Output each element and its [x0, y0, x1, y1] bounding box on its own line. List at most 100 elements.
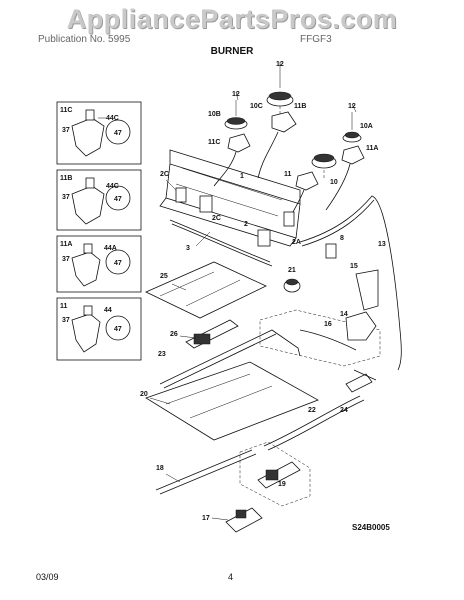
callout-label: 22 [308, 407, 316, 414]
callout-label: 2C [160, 171, 169, 178]
callout-label: 10B [208, 111, 221, 118]
callout-label: 20 [140, 391, 148, 398]
callout-label: 3 [186, 245, 190, 252]
orifice-icon [83, 243, 93, 254]
callout-label: 12 [232, 91, 240, 98]
burner-base-11 [295, 171, 319, 191]
knob-47-icon [105, 119, 131, 145]
callout-label: 15 [350, 263, 358, 270]
inset-callout: 44C [106, 115, 119, 122]
inset-callout: 44C [106, 183, 119, 190]
manifold-pipe [169, 219, 271, 263]
callout-label: 8 [340, 235, 344, 242]
callout-label: 10C [250, 103, 263, 110]
part-24 [345, 373, 373, 393]
burner-head-10a [342, 112, 362, 143]
callout-label: 11B [294, 103, 306, 110]
inset-box-11c: 11C 44C 37 47 [56, 101, 142, 165]
callout-label: 23 [158, 351, 166, 358]
inset-callout: 47 [114, 196, 122, 203]
callout-label: 11C [208, 139, 220, 146]
knob-47-icon [105, 185, 131, 211]
valve-icon [71, 313, 101, 353]
callout-label: 11A [366, 145, 378, 152]
inset-callout: 47 [114, 130, 122, 137]
callout-label: 2C [212, 215, 221, 222]
callout-label: 10 [330, 179, 338, 186]
callout-label: 1 [240, 173, 244, 180]
callout-label: 12 [348, 103, 356, 110]
inset-callout: 37 [62, 127, 70, 134]
inset-box-11a: 11A 44A 37 47 [56, 235, 142, 293]
burner-head-10 [311, 153, 337, 180]
igniter-19 [257, 461, 301, 489]
callout-label: 13 [378, 241, 386, 248]
burner-base-11b [271, 111, 297, 133]
inset-callout: 37 [62, 256, 70, 263]
section-title: BURNER [210, 46, 254, 57]
footer-page-number: 4 [228, 572, 234, 582]
inset-callout: 47 [114, 260, 122, 267]
gas-tube [213, 151, 237, 187]
callout-label: 2 [244, 221, 248, 228]
inset-callout: 47 [114, 326, 122, 333]
burner-head-10b [224, 100, 248, 130]
callout-label: 18 [156, 465, 164, 472]
diagram-code: S24B0005 [352, 523, 390, 532]
inset-callout: 37 [62, 194, 70, 201]
model-number: FFGF3 [300, 34, 332, 45]
callout-label: 16 [324, 321, 332, 328]
valve-icon [71, 185, 105, 225]
tube-22 [263, 395, 361, 447]
site-watermark: AppliancePartsPros.com [66, 4, 398, 34]
valve-icon [71, 117, 105, 157]
callout-label: 2A [292, 239, 301, 246]
valve-2a [283, 211, 295, 227]
publication-number: Publication No. 5995 [38, 34, 131, 45]
burner-base-11c [227, 133, 251, 153]
inset-label: 11B [60, 175, 72, 182]
bracket-15 [355, 269, 379, 311]
tube-23 [159, 329, 301, 385]
gas-tube [257, 131, 279, 179]
callout-label: 26 [170, 331, 178, 338]
valve-icon [71, 251, 101, 287]
lower-area-outline [239, 441, 311, 507]
thermostat-14 [345, 311, 377, 341]
tube-16 [299, 329, 357, 351]
burner-manifold-assembly [159, 149, 301, 267]
inset-label: 11 [60, 303, 68, 310]
inset-box-11b: 11B 44C 37 47 [56, 169, 142, 231]
burner-head-11b [266, 70, 294, 122]
inset-callout: 37 [62, 317, 70, 324]
orifice-icon [83, 305, 93, 316]
ignitor-tube-13 [299, 195, 402, 371]
callout-label: 10A [360, 123, 373, 130]
callout-label: 21 [288, 267, 296, 274]
inset-callout: 44 [104, 307, 112, 314]
inset-label: 11A [60, 241, 72, 248]
knob-47-icon [105, 315, 131, 341]
oven-area-outline [259, 309, 381, 367]
callout-label: 17 [202, 515, 210, 522]
callout-label: 19 [278, 481, 286, 488]
inset-callout: 44A [104, 245, 117, 252]
callout-label: 25 [160, 273, 168, 280]
tray-25 [145, 261, 267, 319]
bar-18 [155, 449, 253, 491]
callout-label: 24 [340, 407, 348, 414]
valve-2 [257, 229, 271, 247]
footer-date: 03/09 [36, 572, 59, 582]
valve-2c-left [175, 187, 187, 203]
inset-label: 11C [60, 107, 72, 114]
orifice-icon [85, 109, 95, 121]
callout-label: 14 [340, 311, 348, 318]
knob-47-icon [105, 249, 131, 275]
valve-2c [199, 195, 213, 213]
inset-box-11: 11 44 37 47 [56, 297, 142, 361]
part-8 [325, 243, 337, 259]
orifice-icon [85, 177, 95, 189]
callout-label: 11 [284, 171, 292, 178]
gas-tube [325, 163, 351, 211]
